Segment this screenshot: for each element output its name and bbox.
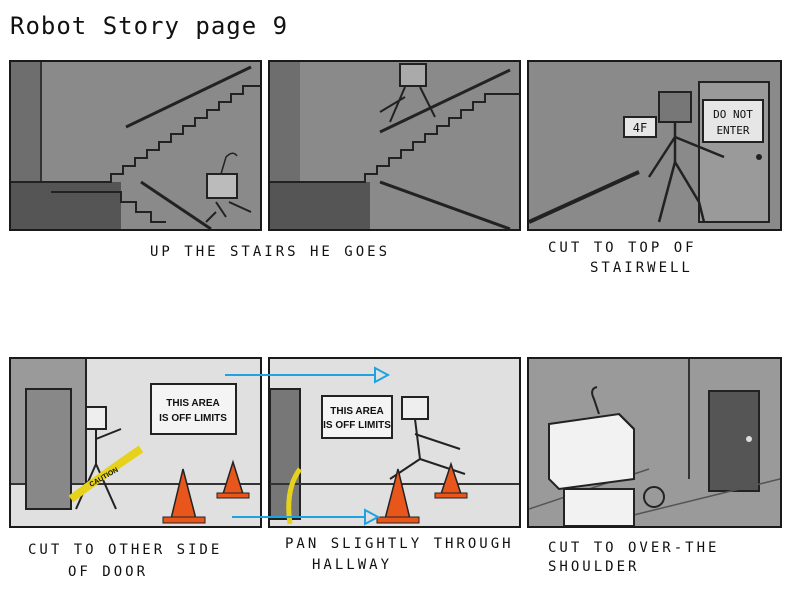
door-sign-line2: ENTER [716,124,749,137]
panel-4-caption-line1: CUT TO OTHER SIDE [28,542,223,558]
sign-line2: IS OFF LIMITS [159,413,227,424]
panel-5-caption-line2: HALLWAY [312,557,393,573]
sign-line1: THIS AREA [166,398,220,409]
off-limits-sign [150,383,237,435]
panel-6-caption-line2: SHOULDER [548,559,640,575]
panel-1-drawing [11,62,260,229]
panel-4-drawing: THIS AREA IS OFF LIMITS CAUTION [11,359,260,526]
panel-5: THIS AREA IS OFF LIMITS [268,357,521,528]
panel-5-caption-line1: PAN SLIGHTLY THROUGH [285,536,514,552]
panel-4: THIS AREA IS OFF LIMITS CAUTION [9,357,262,528]
off-limits-sign [321,395,393,439]
panel-2 [268,60,521,231]
panel-2-drawing [270,62,519,229]
floor-sign-text: 4F [633,121,647,135]
panel-6 [527,357,782,528]
panel-3: DO NOT ENTER 4F [527,60,782,231]
panel-6-caption-line1: CUT TO OVER-THE [548,540,720,556]
panel-6-drawing [529,359,780,526]
panel-3-caption-line2: STAIRWELL [590,260,693,276]
panel-5-drawing: THIS AREA IS OFF LIMITS [270,359,519,526]
floor-sign [623,116,657,138]
page-title: Robot Story page 9 [10,12,289,40]
panel-1-caption: UP THE STAIRS HE GOES [150,244,391,260]
sign-line1: THIS AREA [330,406,384,417]
panel-3-drawing: DO NOT ENTER 4F [529,62,780,229]
panel-3-caption-line1: CUT TO TOP OF [548,240,697,256]
sign-line2: IS OFF LIMITS [323,420,391,431]
panel-1 [9,60,262,231]
panel-4-caption-line2: OF DOOR [68,564,149,580]
door-sign-line1: DO NOT [713,108,753,121]
do-not-enter-sign [702,99,764,143]
